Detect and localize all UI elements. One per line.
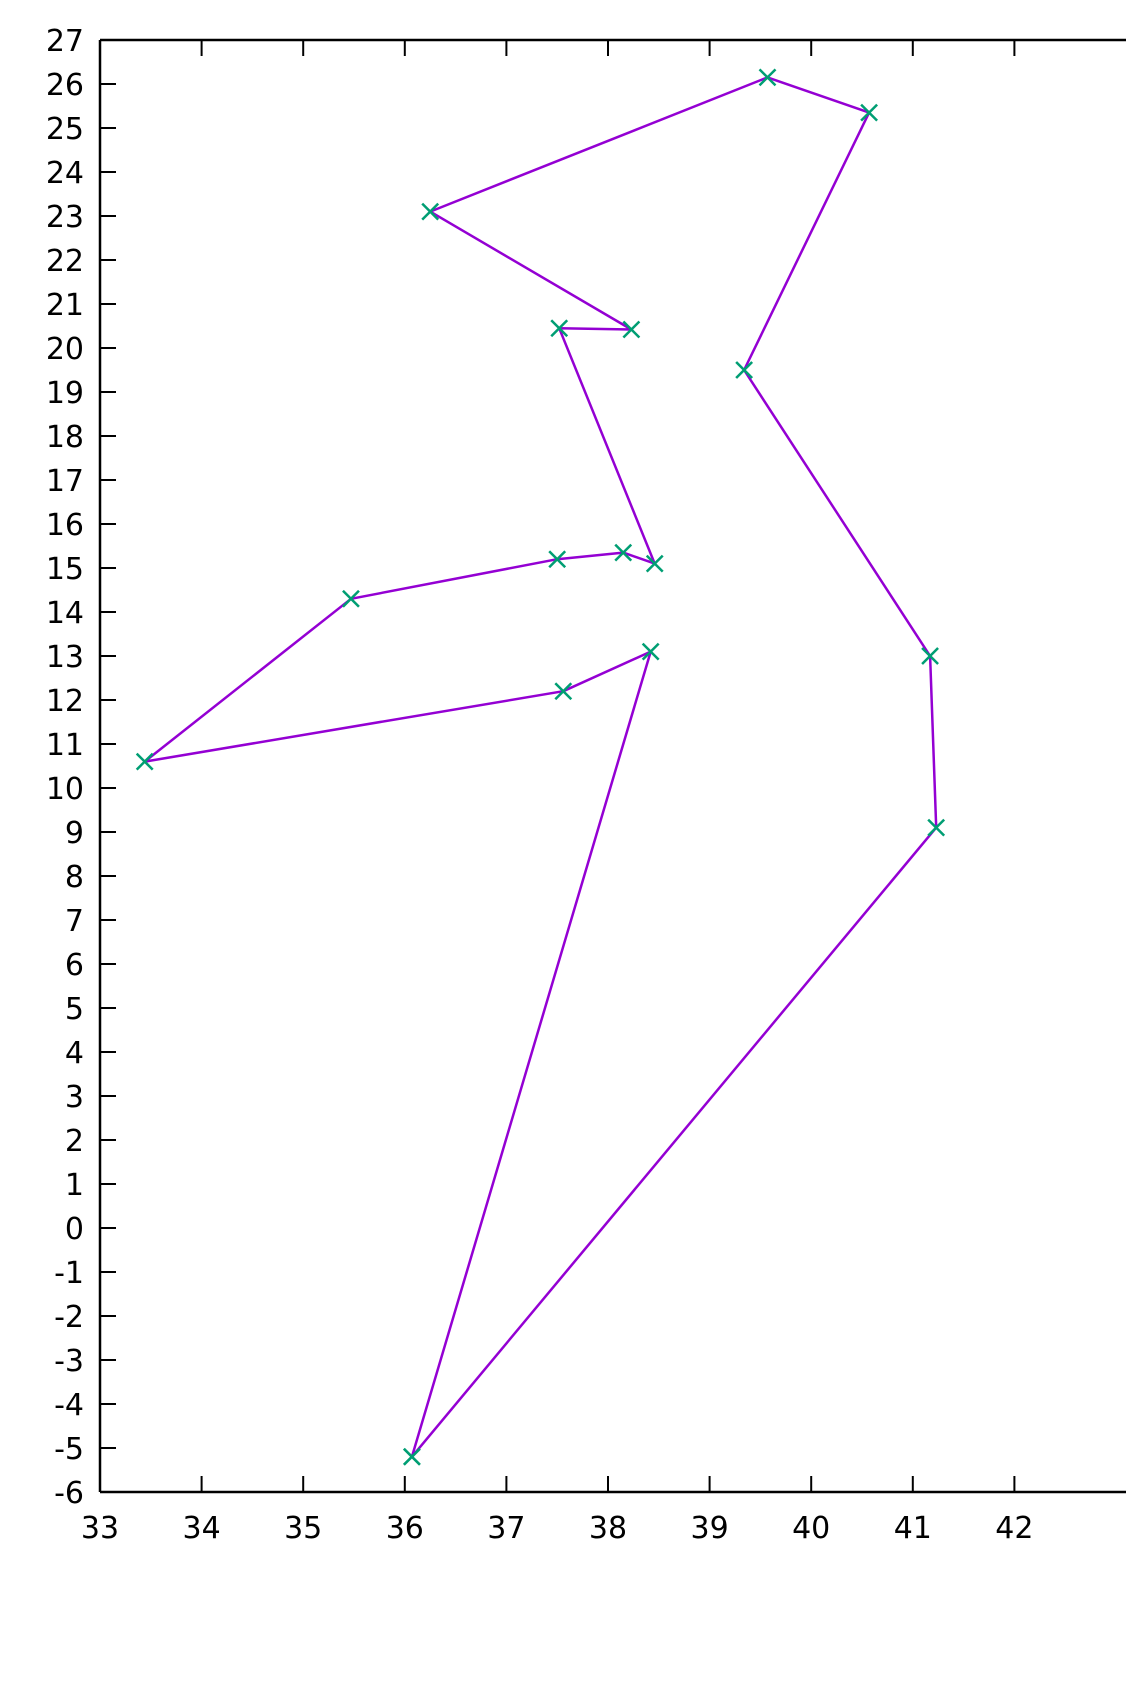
marker-stroke bbox=[622, 320, 641, 339]
marker-stroke bbox=[641, 642, 660, 661]
y-tick-label: 26 bbox=[46, 68, 84, 103]
y-tick-label: -4 bbox=[54, 1388, 84, 1423]
data-point-marker bbox=[860, 103, 878, 122]
y-tick-label: -2 bbox=[54, 1300, 84, 1335]
y-tick-label: 14 bbox=[46, 596, 84, 631]
y-tick-label: 1 bbox=[65, 1168, 84, 1203]
y-tick-label: 7 bbox=[65, 904, 84, 939]
y-tick-label: 13 bbox=[46, 640, 84, 675]
marker-stroke bbox=[135, 752, 154, 771]
x-tick-label: 40 bbox=[792, 1511, 830, 1546]
y-tick-label: 8 bbox=[65, 860, 84, 895]
marker-stroke bbox=[548, 550, 567, 569]
data-point-marker bbox=[641, 642, 660, 661]
data-point-marker bbox=[342, 589, 360, 608]
x-tick-label: 36 bbox=[386, 1511, 424, 1546]
data-point-marker bbox=[758, 68, 777, 87]
data-point-marker bbox=[735, 361, 754, 379]
y-tick-label: 16 bbox=[46, 508, 84, 543]
data-point-marker bbox=[550, 319, 569, 338]
y-tick-label: 22 bbox=[46, 244, 84, 279]
marker-stroke bbox=[342, 589, 360, 608]
marker-stroke bbox=[645, 554, 664, 573]
y-tick-label: 18 bbox=[46, 420, 84, 455]
y-tick-label: 9 bbox=[65, 816, 84, 851]
y-tick-label: 15 bbox=[46, 552, 84, 587]
marker-stroke bbox=[735, 361, 754, 379]
marker-stroke bbox=[860, 103, 878, 122]
y-tick-label: 2 bbox=[65, 1124, 84, 1159]
y-tick-label: 19 bbox=[46, 376, 84, 411]
y-tick-label: 24 bbox=[46, 156, 84, 191]
marker-stroke bbox=[758, 68, 777, 87]
x-tick-label: 35 bbox=[284, 1511, 322, 1546]
data-point-marker bbox=[554, 682, 573, 701]
y-tick-label: 25 bbox=[46, 112, 84, 147]
data-point-marker bbox=[927, 818, 946, 837]
y-tick-label: 27 bbox=[46, 24, 84, 59]
y-tick-label: 3 bbox=[65, 1080, 84, 1115]
data-point-marker bbox=[548, 550, 567, 569]
x-tick-label: 37 bbox=[487, 1511, 525, 1546]
marker-stroke bbox=[614, 543, 633, 562]
marker-stroke bbox=[550, 319, 569, 338]
marker-stroke bbox=[421, 202, 440, 221]
y-tick-label: 17 bbox=[46, 464, 84, 499]
y-tick-label: 5 bbox=[65, 992, 84, 1027]
y-tick-label: -1 bbox=[54, 1256, 84, 1291]
x-tick-label: 41 bbox=[894, 1511, 932, 1546]
y-tick-label: 6 bbox=[65, 948, 84, 983]
data-point-marker bbox=[421, 202, 440, 221]
y-tick-label: 23 bbox=[46, 200, 84, 235]
data-point-marker bbox=[614, 543, 633, 562]
data-point-marker bbox=[645, 554, 664, 573]
y-tick-label: -3 bbox=[54, 1344, 84, 1379]
y-tick-label: 21 bbox=[46, 288, 84, 323]
y-tick-label: 11 bbox=[46, 728, 84, 763]
x-tick-label: 42 bbox=[995, 1511, 1033, 1546]
marker-stroke bbox=[403, 1447, 421, 1466]
y-tick-label: 10 bbox=[46, 772, 84, 807]
markers-layer bbox=[135, 68, 946, 1466]
data-point-marker bbox=[921, 647, 939, 665]
marker-stroke bbox=[927, 818, 946, 837]
data-point-marker bbox=[403, 1447, 421, 1466]
x-tick-label: 39 bbox=[691, 1511, 729, 1546]
x-tick-label: 38 bbox=[589, 1511, 627, 1546]
data-point-marker bbox=[622, 320, 641, 339]
marker-stroke bbox=[554, 682, 573, 701]
y-tick-label: -5 bbox=[54, 1432, 84, 1467]
data-point-marker bbox=[135, 752, 154, 771]
y-tick-label: 20 bbox=[46, 332, 84, 367]
y-tick-label: 4 bbox=[65, 1036, 84, 1071]
marker-stroke bbox=[921, 647, 939, 665]
x-tick-label: 34 bbox=[183, 1511, 221, 1546]
y-tick-label: -6 bbox=[54, 1476, 84, 1511]
x-tick-label: 33 bbox=[81, 1511, 119, 1546]
y-tick-label: 12 bbox=[46, 684, 84, 719]
y-tick-label: 0 bbox=[65, 1212, 84, 1247]
